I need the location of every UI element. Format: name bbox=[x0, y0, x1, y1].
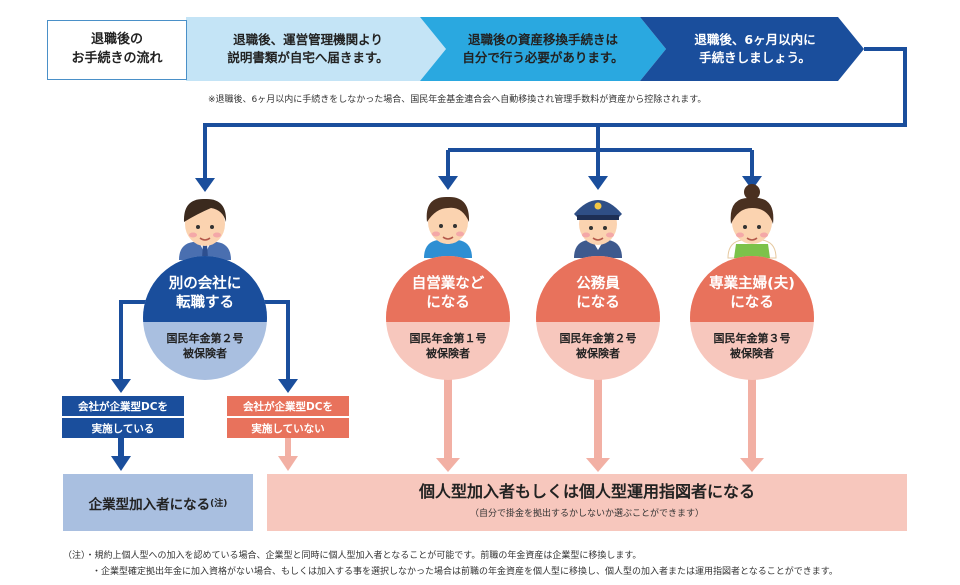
path-circle-homemaker: 専業主婦(夫) になる 国民年金第３号 被保険者 bbox=[690, 256, 814, 380]
corporate-result-main: 企業型加入者になる bbox=[88, 496, 211, 513]
path-status-job-change: 国民年金第２号 被保険者 bbox=[166, 331, 244, 361]
condition-dc-no-line1: 会社が企業型DCを bbox=[227, 396, 349, 416]
path-circle-self-employed: 自営業など になる 国民年金第１号 被保険者 bbox=[386, 256, 510, 380]
flow-step-1: 退職後、運営管理機関より 説明書類が自宅へ届きます。 bbox=[227, 31, 389, 65]
condition-dc-no-line2: 実施していない bbox=[227, 418, 349, 438]
civil-servant-result-arrow-shaft bbox=[594, 368, 602, 460]
path-status-homemaker: 国民年金第３号 被保険者 bbox=[713, 331, 791, 361]
arrow-to-self-employed bbox=[438, 176, 458, 190]
path-title-homemaker: 専業主婦(夫) になる bbox=[690, 256, 814, 322]
flow-step-2: 退職後の資産移換手続きは 自分で行う必要があります。 bbox=[462, 31, 624, 65]
branch-connector-line bbox=[446, 125, 754, 178]
dc-yes-result-arrow-shaft bbox=[118, 438, 124, 458]
arrow-to-dc-no bbox=[278, 379, 298, 393]
path-title-job-change: 別の会社に 転職する bbox=[143, 256, 267, 322]
flow-step-1-shape bbox=[186, 17, 446, 81]
corporate-result-box bbox=[63, 474, 253, 531]
corporate-result: 企業型加入者になる(注) bbox=[63, 474, 253, 531]
path-title-civil-servant: 公務員 になる bbox=[536, 256, 660, 322]
footnote-line1: （注）・規約上個人型への加入を認めている場合、企業型と同時に個人型加入者となるこ… bbox=[63, 551, 642, 561]
condition-dc-yes-line1: 会社が企業型DCを bbox=[62, 396, 184, 416]
dc-no-result-arrow-shaft bbox=[285, 438, 291, 458]
self-employed-result-arrow-shaft bbox=[444, 368, 452, 460]
corporate-result-suffix: (注) bbox=[210, 499, 228, 509]
dc-branch-line bbox=[119, 300, 290, 381]
flow-step-3: 退職後、6ヶ月以内に 手続きしましょう。 bbox=[694, 31, 816, 65]
arrow-to-job-change bbox=[195, 178, 215, 192]
dc-no-result-arrow-head bbox=[278, 456, 298, 471]
path-status-self-employed: 国民年金第１号 被保険者 bbox=[409, 331, 487, 361]
flow-step-3-shape bbox=[640, 17, 864, 81]
self-employed-result-arrow-head bbox=[436, 458, 460, 472]
dc-yes-result-arrow-head bbox=[111, 456, 131, 471]
flow-title: 退職後の お手続きの流れ bbox=[47, 20, 187, 80]
arrow-to-homemaker bbox=[742, 176, 762, 190]
homemaker-result-arrow-head bbox=[740, 458, 764, 472]
self-employed-person-icon bbox=[424, 196, 472, 258]
homemaker-result-arrow-shaft bbox=[748, 368, 756, 460]
footnote-line2: ・企業型確定拠出年金に加入資格がない場合、もしくは加入する事を選択しなかった場合… bbox=[92, 567, 838, 577]
arrow-to-civil-servant bbox=[588, 176, 608, 190]
individual-result-main: 個人型加入者もしくは個人型運用指図者になる bbox=[418, 482, 755, 501]
civil-servant-result-arrow-head bbox=[586, 458, 610, 472]
civil-servant-icon bbox=[574, 200, 622, 258]
flow-step-2-shape bbox=[420, 17, 666, 81]
flow-note: ※退職後、6ヶ月以内に手続きをしなかった場合、国民年金基金連合会へ自動移換され管… bbox=[208, 95, 707, 105]
flow-connector-line bbox=[203, 47, 907, 180]
arrow-to-dc-yes bbox=[111, 379, 131, 393]
path-title-self-employed: 自営業など になる bbox=[386, 256, 510, 322]
condition-dc-yes-line2: 実施している bbox=[62, 418, 184, 438]
path-status-civil-servant: 国民年金第２号 被保険者 bbox=[559, 331, 637, 361]
path-circle-job-change: 別の会社に 転職する 国民年金第２号 被保険者 bbox=[143, 256, 267, 380]
businessman-icon bbox=[179, 198, 231, 261]
homemaker-icon bbox=[727, 184, 777, 259]
path-circle-civil-servant: 公務員 になる 国民年金第２号 被保険者 bbox=[536, 256, 660, 380]
individual-result-sub: （自分で掛金を拠出するかしないか選ぶことができます） bbox=[469, 509, 704, 519]
individual-result-box bbox=[267, 474, 907, 531]
